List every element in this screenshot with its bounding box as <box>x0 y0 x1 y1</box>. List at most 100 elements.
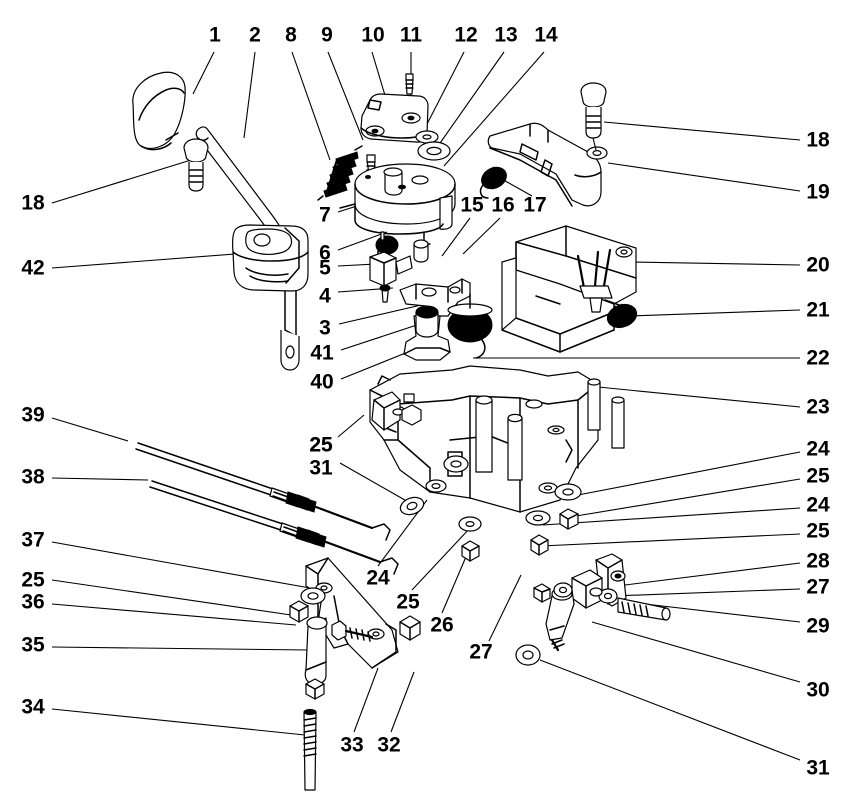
leader-line-19 <box>607 162 801 192</box>
callout-number-22: 22 <box>806 346 830 370</box>
leader-line-21 <box>629 309 801 317</box>
callout-number-19: 19 <box>806 180 830 204</box>
callout-number-39: 39 <box>21 403 45 427</box>
part-housing-7 <box>339 163 456 245</box>
part-hardware-right-column <box>399 404 582 562</box>
callout-number-25: 25 <box>309 433 333 457</box>
leader-line-42 <box>51 252 249 269</box>
callout-number-23: 23 <box>806 395 830 419</box>
part-pivot-link-right <box>515 553 671 666</box>
leader-line-36 <box>51 603 297 626</box>
leader-line-12 <box>423 51 465 131</box>
callout-number-18: 18 <box>21 191 45 215</box>
callout-number-26: 26 <box>430 613 454 637</box>
callout-number-25: 25 <box>396 590 420 614</box>
part-detent-group <box>369 231 471 361</box>
leader-line-23 <box>587 385 801 408</box>
callout-number-30: 30 <box>806 678 830 702</box>
leader-line-13 <box>437 51 505 147</box>
leader-line-32 <box>390 671 415 733</box>
part-bolt-36 <box>331 620 374 642</box>
part-shift-knob <box>132 71 186 151</box>
callout-number-7: 7 <box>319 203 331 227</box>
leader-line-34 <box>51 708 306 736</box>
part-pivot-plate-top <box>371 375 415 431</box>
part-washer-13 <box>417 141 451 161</box>
leader-line-24 <box>577 451 801 496</box>
leader-line-30 <box>591 621 801 683</box>
callout-number-21: 21 <box>806 298 830 322</box>
leader-line-29 <box>644 603 801 623</box>
callout-number-14: 14 <box>534 23 558 47</box>
callout-number-9: 9 <box>321 23 333 47</box>
callout-number-29: 29 <box>806 614 830 638</box>
callout-number-24: 24 <box>806 437 830 461</box>
callout-number-18: 18 <box>806 128 830 152</box>
leader-line-8 <box>291 51 331 161</box>
callout-number-24: 24 <box>806 493 830 517</box>
callout-number-40: 40 <box>310 370 334 394</box>
part-threaded-rod-34 <box>303 708 317 791</box>
callout-number-25: 25 <box>309 433 333 457</box>
leader-line-27 <box>611 588 801 597</box>
callout-number-8: 8 <box>285 23 297 47</box>
leader-line-37 <box>51 541 311 589</box>
callout-number-1: 1 <box>209 23 221 47</box>
callout-number-28: 28 <box>806 549 830 573</box>
callout-number-16: 16 <box>491 193 515 217</box>
part-screw-11 <box>405 73 414 95</box>
leader-line-9 <box>327 51 364 141</box>
callout-number-25: 25 <box>806 519 830 543</box>
leader-line-25 <box>569 478 801 518</box>
part-lower-bracket-33 <box>305 557 399 669</box>
part-bolt-18-left <box>183 138 209 192</box>
part-spring-8 <box>317 145 363 201</box>
leader-line-24 <box>542 507 801 526</box>
leader-line-28 <box>624 562 801 586</box>
part-damper-22 <box>447 293 493 359</box>
callout-number-25: 25 <box>806 464 830 488</box>
leader-line-38 <box>51 477 149 481</box>
leader-line-25 <box>337 414 365 438</box>
callout-number-11: 11 <box>399 23 423 47</box>
callout-number-2: 2 <box>249 23 261 47</box>
callout-number-25: 25 <box>21 568 45 592</box>
leader-line-1 <box>192 51 215 95</box>
part-lever-base-42 <box>232 224 309 292</box>
callout-number-13: 13 <box>494 23 518 47</box>
part-mount-bracket-20 <box>501 225 637 353</box>
leader-line-39 <box>51 417 129 442</box>
leader-line-18 <box>51 159 192 204</box>
callout-number-6: 6 <box>319 241 331 265</box>
callout-number-31: 31 <box>806 756 830 780</box>
callout-number-33: 33 <box>340 733 364 757</box>
callout-number-36: 36 <box>21 590 45 614</box>
callout-number-24: 24 <box>366 566 390 590</box>
callout-number-32: 32 <box>377 733 401 757</box>
part-selector-arm-19 <box>487 122 608 207</box>
callout-number-17: 17 <box>523 193 547 217</box>
callout-number-34: 34 <box>21 695 45 719</box>
leader-line-35 <box>51 646 309 651</box>
callout-number-3: 3 <box>319 316 331 340</box>
callout-number-38: 38 <box>21 465 45 489</box>
callout-number-20: 20 <box>806 253 830 277</box>
callout-number-4: 4 <box>319 284 331 308</box>
leader-line-25 <box>51 579 292 616</box>
callout-number-27: 27 <box>806 575 830 599</box>
leader-line-18 <box>603 121 801 141</box>
leader-line-15 <box>441 217 471 257</box>
leader-line-25 <box>540 533 801 547</box>
callout-number-31: 31 <box>309 456 333 480</box>
leader-line-6 <box>337 231 388 251</box>
callout-number-42: 42 <box>21 256 45 280</box>
callout-number-15: 15 <box>460 193 484 217</box>
part-cover-plate-9 <box>360 93 429 143</box>
part-bushing-21 <box>606 303 638 329</box>
leader-line-16 <box>462 217 501 255</box>
leader-line-20 <box>633 261 801 266</box>
part-main-frame-23 <box>369 365 599 513</box>
callout-number-37: 37 <box>21 528 45 552</box>
